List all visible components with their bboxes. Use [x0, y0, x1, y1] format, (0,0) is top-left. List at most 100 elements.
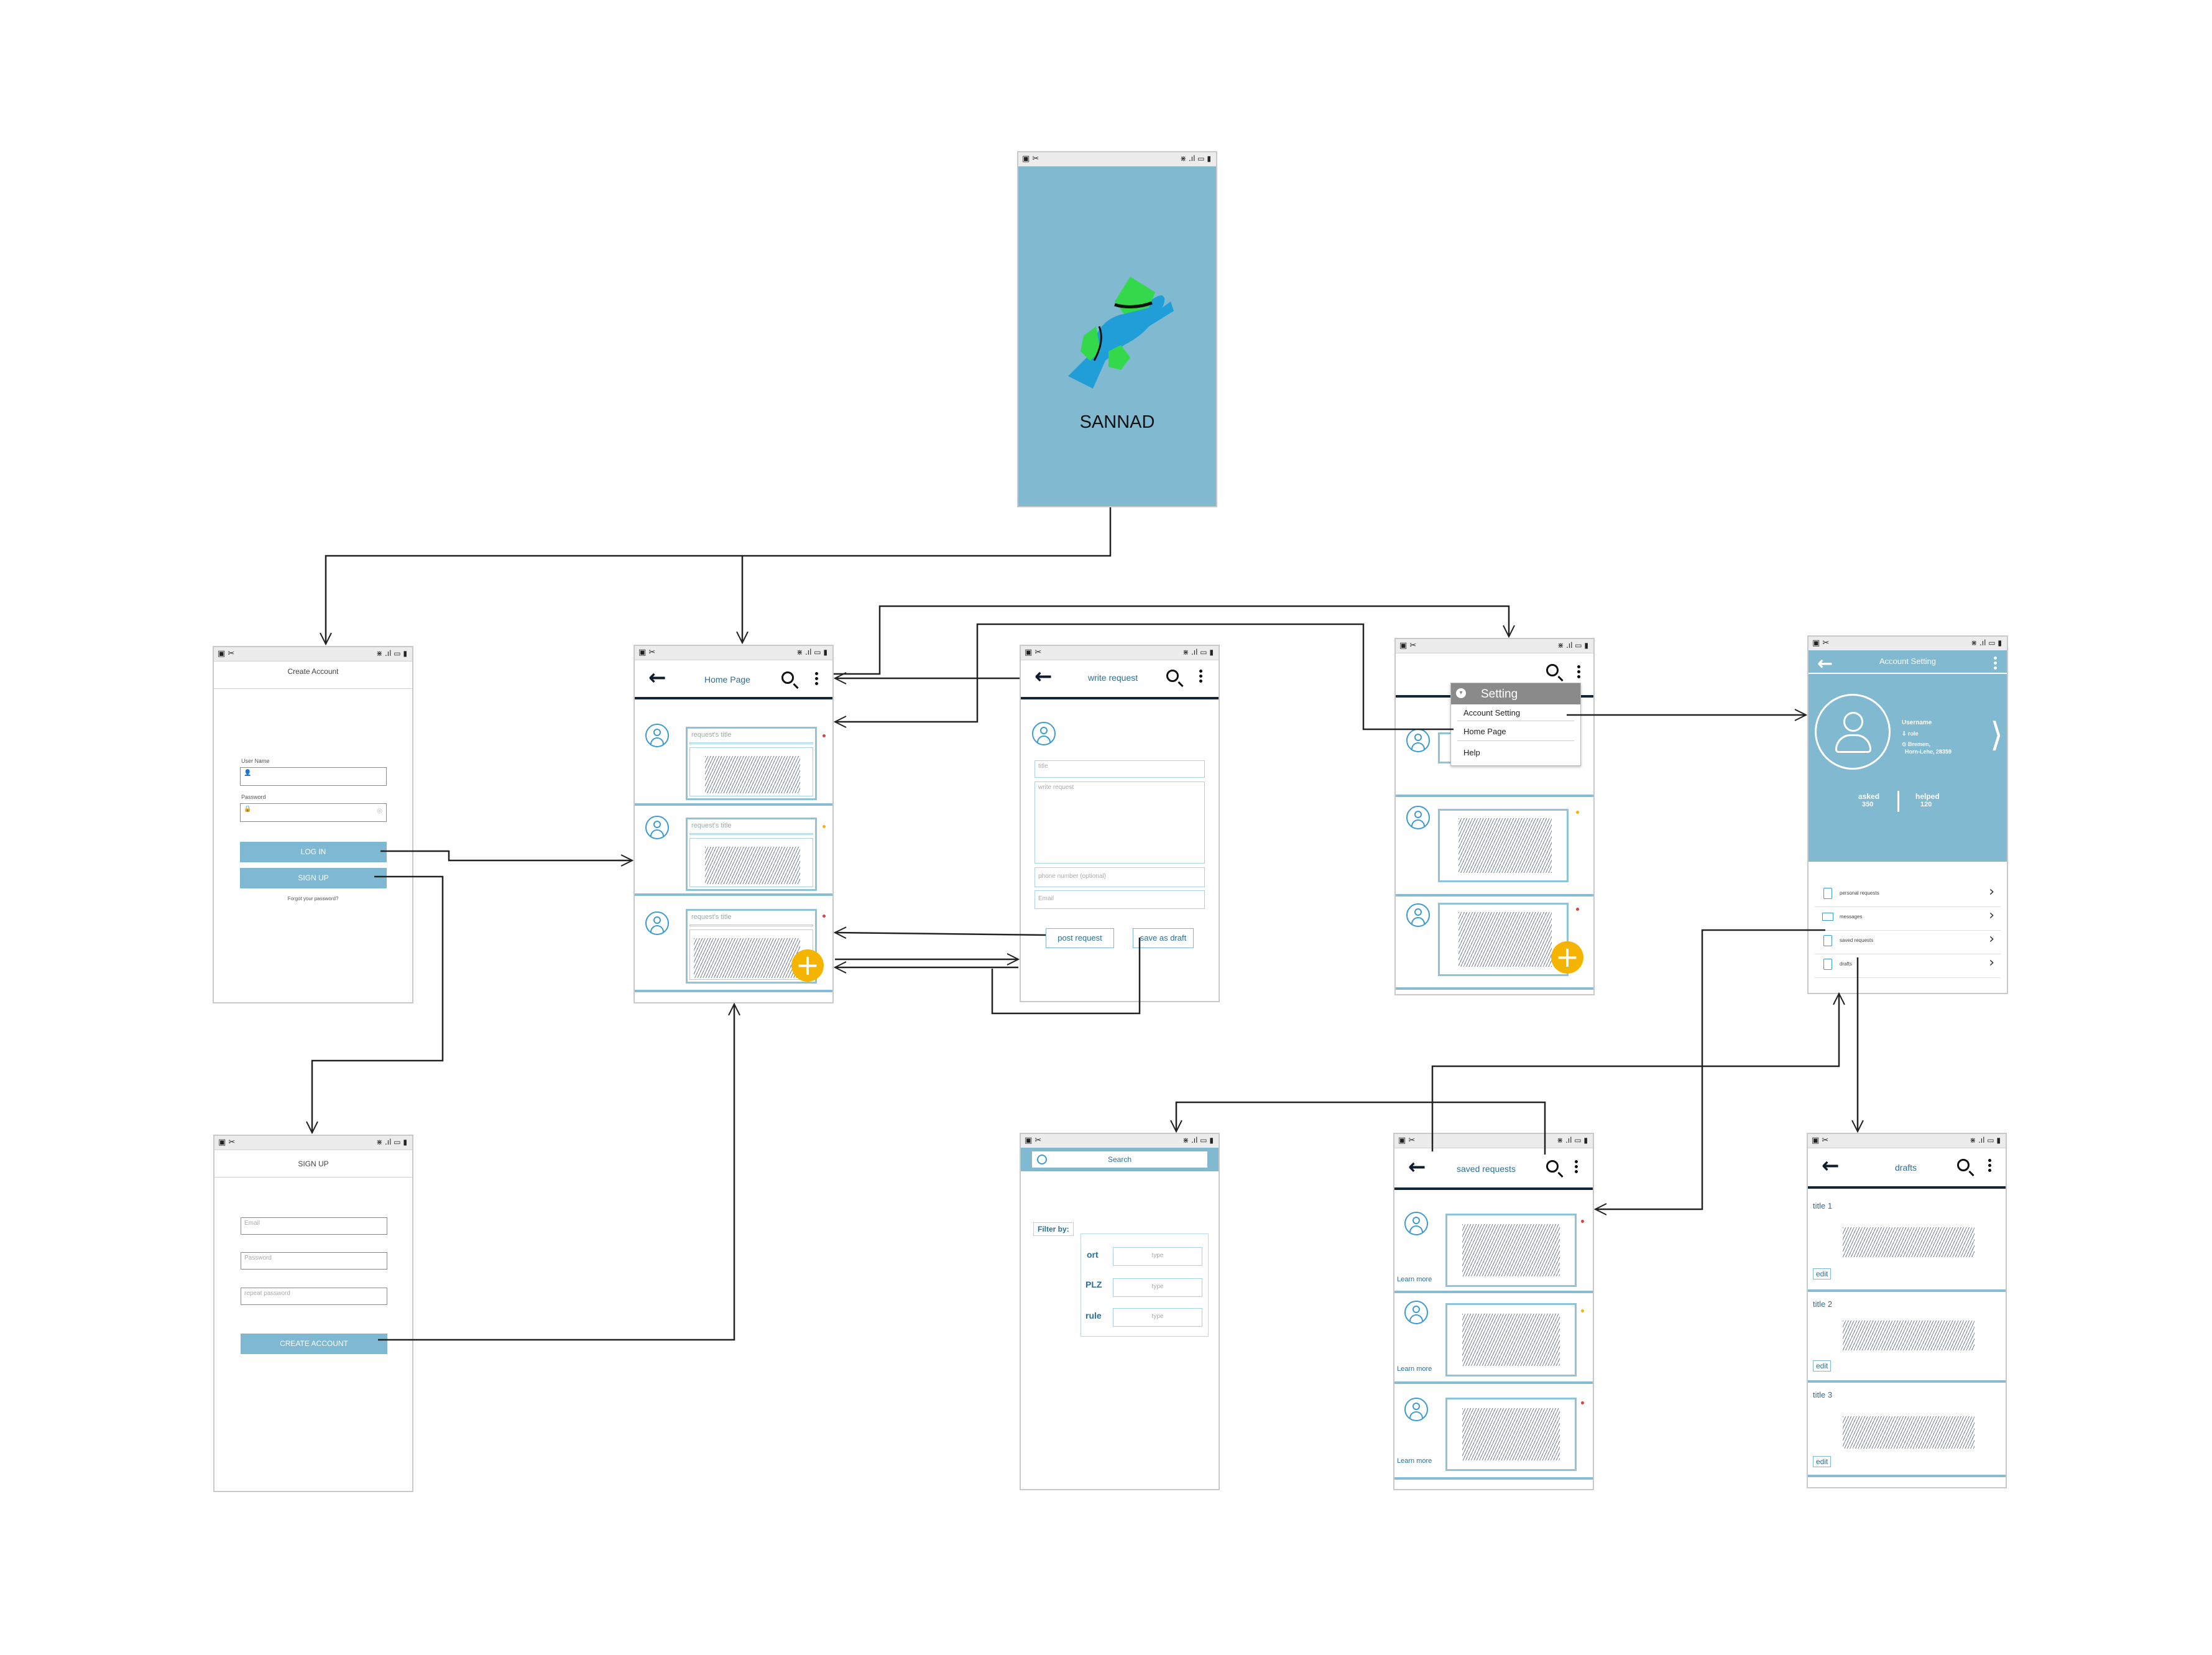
login-button[interactable]: LOG IN [240, 842, 387, 862]
location-line-2: Horn-Lehe, 28359 [1905, 749, 1952, 755]
menu-item-home-page[interactable]: Home Page [1463, 727, 1506, 736]
request-card[interactable]: request's title [686, 818, 817, 891]
search-icon[interactable] [1546, 664, 1559, 676]
avatar-icon [645, 911, 669, 935]
search-icon[interactable] [1166, 670, 1179, 682]
status-dot [1576, 811, 1579, 814]
chevron-right-icon[interactable]: ⟩ [1990, 715, 2004, 754]
divider [1394, 1477, 1593, 1480]
forgot-password-link[interactable]: Forgot your password? [287, 896, 339, 901]
helped-value: 120 [1920, 801, 1932, 808]
more-options-icon[interactable] [815, 672, 818, 687]
request-body [705, 756, 800, 793]
menu-drafts[interactable]: drafts › [1815, 955, 2001, 978]
back-arrow-icon[interactable]: ← [1408, 1155, 1426, 1179]
password-field[interactable]: Password [241, 1252, 387, 1270]
header-divider [1808, 1186, 2006, 1189]
learn-more-link[interactable]: Learn more [1397, 1457, 1432, 1465]
search-icon[interactable] [1546, 1160, 1559, 1173]
signup-button[interactable]: SIGN UP [240, 868, 387, 888]
write-request-screen: ▣ ✂⋇ .ıl ▭ ▮ ← write request title write… [1020, 645, 1220, 1002]
avatar-icon [1404, 1301, 1428, 1324]
request-body [694, 938, 800, 978]
location: ⊙ Bremen, [1902, 741, 1931, 747]
app-name: SANNAD [1079, 412, 1155, 432]
avatar-icon [1404, 1398, 1428, 1421]
request-card[interactable] [1438, 809, 1569, 882]
back-arrow-icon[interactable]: ← [648, 665, 666, 690]
divider [1808, 1380, 2006, 1383]
more-options-icon[interactable] [1577, 665, 1580, 680]
dropdown-header: ▾ Setting [1451, 683, 1580, 704]
connector-splash-to-create-account [320, 507, 1112, 646]
bookmark-icon [1823, 935, 1832, 946]
edit-button[interactable]: edit [1813, 1360, 1832, 1371]
search-icon[interactable] [1957, 1159, 1970, 1171]
repeat-password-field[interactable]: repeat password [241, 1288, 387, 1305]
more-options-icon[interactable] [1988, 1159, 1991, 1174]
post-request-button[interactable]: post request [1046, 928, 1114, 948]
edit-button[interactable]: edit [1813, 1456, 1832, 1467]
divider [1396, 894, 1593, 897]
menu-saved-requests[interactable]: saved requests › [1815, 931, 2001, 954]
back-arrow-icon[interactable]: ← [1822, 1153, 1840, 1178]
phone-field[interactable]: phone number (optional) [1035, 867, 1205, 887]
username-label: User Name [241, 758, 270, 764]
request-card[interactable] [1445, 1398, 1577, 1471]
menu-messages[interactable]: messages › [1815, 908, 2001, 931]
saved-requests-screen: ▣ ✂⋇ .ıl ▭ ▮ ← saved requests Learn more… [1393, 1133, 1594, 1490]
menu-item-help[interactable]: Help [1463, 748, 1480, 757]
eye-icon[interactable]: ◎ [377, 808, 382, 814]
save-draft-button[interactable]: save as draft [1133, 928, 1194, 948]
search-input[interactable]: Search [1032, 1151, 1207, 1168]
add-request-button[interactable]: + [791, 949, 824, 982]
search-icon[interactable] [781, 671, 794, 684]
search-screen: ▣ ✂⋇ .ıl ▭ ▮ Search Filter by: ort type … [1020, 1133, 1220, 1490]
learn-more-link[interactable]: Learn more [1397, 1365, 1432, 1373]
password-field[interactable]: 🔒◎ [240, 803, 387, 822]
drafts-screen: ▣ ✂⋇ .ıl ▭ ▮ ← drafts title 1 edit title… [1807, 1133, 2007, 1488]
request-title: request's title [691, 822, 732, 829]
request-card[interactable] [1445, 1214, 1577, 1287]
edit-button[interactable]: edit [1813, 1268, 1832, 1279]
filter-rule-input[interactable]: type [1113, 1308, 1202, 1327]
filter-ort-input[interactable]: type [1113, 1247, 1202, 1266]
header-divider [635, 697, 832, 699]
page-title: drafts [1895, 1163, 1917, 1173]
divider [635, 893, 832, 896]
person-icon: ⇩ [1902, 731, 1909, 737]
status-dot [1581, 1309, 1584, 1312]
learn-more-link[interactable]: Learn more [1397, 1276, 1432, 1283]
status-dot [823, 915, 826, 918]
request-card[interactable] [1438, 903, 1569, 976]
request-card[interactable] [1445, 1303, 1577, 1376]
request-body [705, 847, 800, 884]
header-divider [1394, 1187, 1593, 1190]
menu-personal-requests[interactable]: personal requests › [1815, 884, 2001, 907]
back-arrow-icon[interactable]: ← [1817, 653, 1833, 675]
connector-saved-requests-menu [1593, 929, 1825, 1215]
user-icon: 👤 [244, 770, 252, 777]
more-options-icon[interactable] [1994, 657, 1997, 671]
divider [1808, 1475, 2006, 1477]
back-arrow-icon[interactable]: ← [1035, 664, 1053, 689]
username-field[interactable]: 👤 [240, 767, 387, 786]
request-card[interactable]: request's title [686, 727, 817, 800]
email-field[interactable]: Email [241, 1217, 387, 1235]
more-options-icon[interactable] [1575, 1160, 1578, 1175]
filter-plz-input[interactable]: type [1113, 1278, 1202, 1297]
title-field[interactable]: title [1035, 760, 1205, 778]
create-account-button[interactable]: CREATE ACCOUNT [241, 1334, 387, 1354]
more-options-icon[interactable] [1199, 670, 1202, 685]
status-bar: ▣ ✂⋇ .ıl ▭ ▮ [635, 646, 832, 660]
connector-save-draft-to-home [991, 938, 1141, 1015]
add-request-button[interactable]: + [1551, 941, 1583, 974]
status-dot [823, 825, 826, 828]
email-field[interactable]: Email [1035, 890, 1205, 909]
menu-item-account-setting[interactable]: Account Setting [1463, 708, 1521, 717]
draft-title: title 3 [1813, 1390, 1833, 1399]
request-body-field[interactable]: write request [1035, 781, 1205, 864]
page-title: Home Page [704, 675, 750, 685]
helped-label: helped [1915, 792, 1940, 801]
profile-avatar-icon [1815, 694, 1891, 770]
